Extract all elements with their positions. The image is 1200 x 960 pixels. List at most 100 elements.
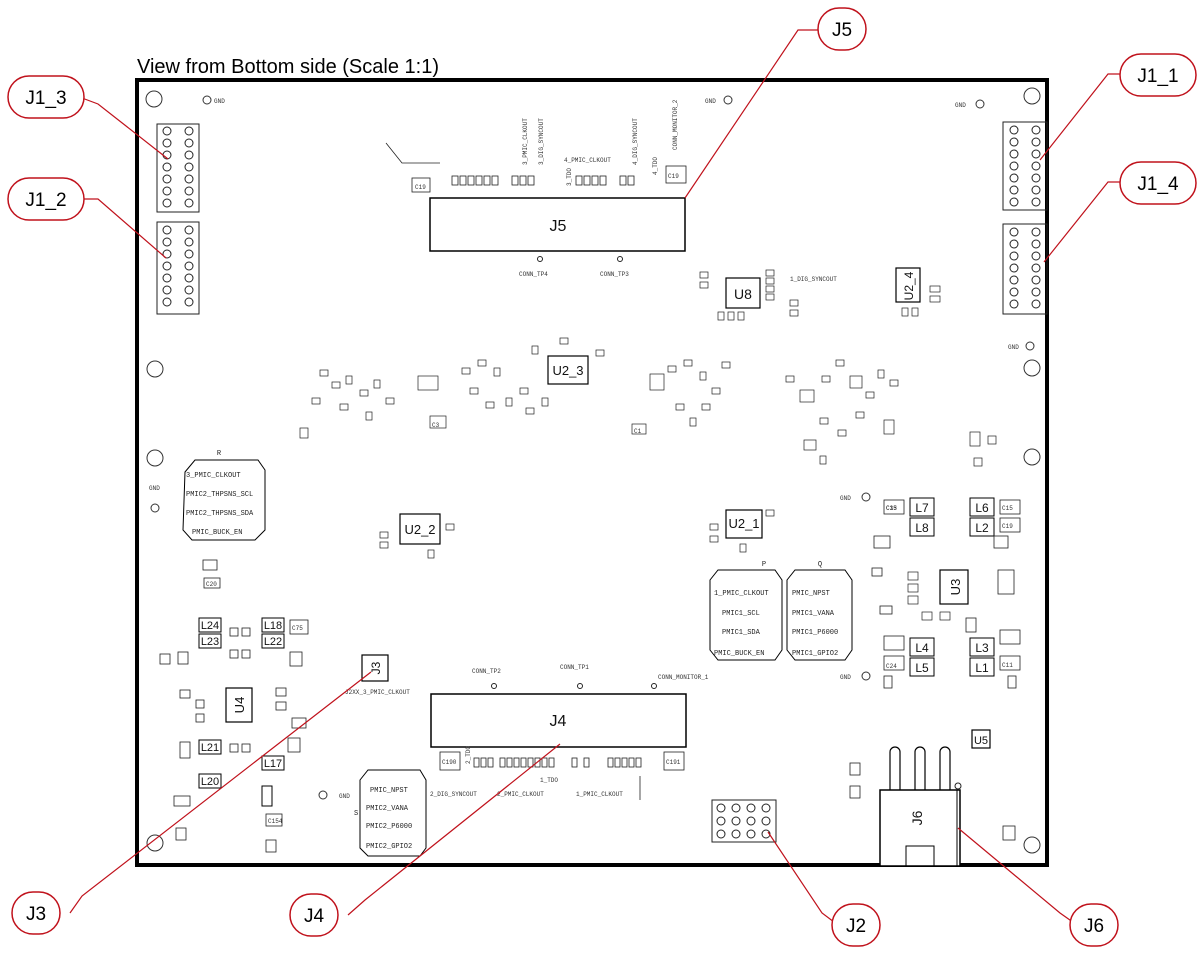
cap-label: C154 bbox=[268, 818, 283, 825]
callout-j1-2-bubble bbox=[7, 177, 85, 221]
cap-label: C19 bbox=[415, 184, 426, 191]
note-p: P 1_PMIC_CLKOUT PMIC1_SCL PMIC1_SDA PMIC… bbox=[709, 561, 783, 661]
note-r-line: PMIC_BUCK_EN bbox=[192, 529, 242, 537]
cap-label: C19 bbox=[668, 173, 679, 180]
cap-label: C190 bbox=[442, 759, 457, 766]
note-s-mark: S bbox=[354, 810, 358, 818]
inductor bbox=[969, 497, 995, 517]
gnd-testpoint bbox=[861, 671, 871, 681]
header-j1-1 bbox=[1002, 121, 1048, 211]
tdo-3-label: 3_TDO bbox=[566, 168, 573, 186]
conn-monitor-2-label: CONN_MONITOR_2 bbox=[672, 99, 679, 150]
note-q-line: PMIC_NPST bbox=[792, 590, 830, 598]
inductor-label: L4 bbox=[915, 641, 929, 655]
mounting-hole bbox=[146, 834, 164, 852]
cap-label: C15 bbox=[1002, 505, 1013, 512]
leader-j1-1 bbox=[1039, 73, 1128, 161]
callout-j6-bubble bbox=[1069, 903, 1119, 947]
note-q-mark: Q bbox=[818, 561, 822, 569]
u2-2-refdes: U2_2 bbox=[404, 522, 435, 537]
svg-text:C1: C1 bbox=[634, 428, 642, 435]
note-p-mark: P bbox=[762, 561, 766, 569]
inductor bbox=[909, 657, 935, 677]
leader-j1-4 bbox=[1043, 181, 1128, 263]
mounting-hole bbox=[146, 360, 164, 378]
chip-u4: U4 bbox=[225, 687, 253, 723]
pmic-clkout-2-label: 2_PMIC_CLKOUT bbox=[497, 791, 544, 798]
connector-j3: J3 J2XX_3_PMIC_CLKOUT bbox=[345, 654, 410, 696]
inductor-label: L24 bbox=[201, 620, 219, 632]
gnd-label: GND bbox=[149, 485, 160, 492]
j6-refdes: J6 bbox=[909, 810, 925, 825]
right-caps bbox=[871, 499, 1021, 689]
note-s: S PMIC_NPST PMIC2_VANA PMIC2_P6000 PMIC2… bbox=[354, 769, 427, 857]
callout-j2: J2 bbox=[846, 916, 866, 937]
inductor-label: L20 bbox=[201, 776, 219, 788]
note-p-line: PMIC_BUCK_EN bbox=[714, 650, 764, 658]
inductor-label: L1 bbox=[975, 661, 989, 675]
connector-j5: J5 bbox=[429, 197, 686, 252]
j5-part-row bbox=[411, 165, 687, 193]
u4-refdes: U4 bbox=[232, 697, 247, 714]
u3-refdes: U3 bbox=[948, 579, 963, 596]
gnd-label: GND bbox=[840, 674, 851, 681]
u5-refdes: U5 bbox=[974, 735, 988, 747]
note-s-line: PMIC2_GPIO2 bbox=[366, 843, 412, 851]
chip-u3: U3 bbox=[907, 569, 969, 621]
callout-j1-4-bubble bbox=[1119, 161, 1197, 205]
inductor-label: L17 bbox=[264, 758, 282, 770]
conn-tp2-label: CONN_TP2 bbox=[472, 668, 501, 675]
callout-j1-2: J1_2 bbox=[25, 190, 66, 211]
conn-monitor-1-label: CONN_MONITOR_1 bbox=[658, 674, 709, 681]
cap-label: C19 bbox=[1002, 523, 1013, 530]
callout-j3-bubble bbox=[11, 891, 61, 935]
gnd-testpoint bbox=[861, 492, 871, 502]
gnd-label: GND bbox=[214, 98, 225, 105]
cap-label: C24 bbox=[886, 663, 897, 670]
chip-u5: U5 bbox=[971, 729, 991, 749]
note-q-line: PMIC1_P6000 bbox=[792, 629, 838, 637]
note-s-line: PMIC_NPST bbox=[370, 787, 408, 795]
inductor-label: L6 bbox=[975, 501, 989, 515]
pmic-clkout-3-top-label: 3_PMIC_CLKOUT bbox=[522, 118, 529, 165]
mounting-hole bbox=[146, 449, 164, 467]
j2xx-3-pmic-clkout-label: J2XX_3_PMIC_CLKOUT bbox=[345, 689, 410, 696]
header-j1-3 bbox=[156, 123, 200, 213]
dig-syncout-3-label: 3_DIG_SYNCOUT bbox=[538, 118, 545, 165]
gnd-testpoint bbox=[723, 95, 733, 105]
mounting-hole bbox=[1023, 836, 1041, 854]
left-inductors bbox=[198, 617, 285, 807]
callout-leaders bbox=[69, 29, 1128, 926]
dig-syncout-4-label: 4_DIG_SYNCOUT bbox=[632, 118, 639, 165]
cap-label: C11 bbox=[1002, 662, 1013, 669]
inductor-label: L8 bbox=[915, 521, 929, 535]
cap-label: C3 bbox=[432, 422, 440, 429]
cap-label: C33 bbox=[886, 505, 897, 512]
inductor-label: L21 bbox=[201, 742, 219, 754]
gnd-label: GND bbox=[705, 98, 716, 105]
inductor-label: L22 bbox=[264, 636, 282, 648]
note-r-line: PMIC2_THPSNS_SDA bbox=[186, 510, 254, 518]
leader-j5 bbox=[684, 29, 818, 199]
leader-j4 bbox=[347, 743, 561, 916]
callout-bubbles bbox=[7, 7, 1197, 947]
callout-j5: J5 bbox=[832, 20, 852, 41]
j4-part-row bbox=[439, 751, 685, 771]
j3-refdes: J3 bbox=[369, 661, 383, 674]
gnd-label: GND bbox=[840, 495, 851, 502]
component-cluster bbox=[299, 337, 997, 467]
gnd-label: GND bbox=[339, 793, 350, 800]
pmic-clkout-4-label: 4_PMIC_CLKOUT bbox=[564, 157, 611, 164]
gnd-testpoint bbox=[202, 95, 212, 105]
mounting-hole bbox=[1023, 359, 1041, 377]
j5-refdes: J5 bbox=[550, 218, 567, 235]
gnd-points bbox=[150, 95, 1035, 800]
tdo-2-label: 2_TDO bbox=[465, 746, 472, 764]
leader-j1-3 bbox=[81, 97, 169, 160]
callout-j1-1: J1_1 bbox=[1137, 66, 1178, 87]
gnd-testpoint bbox=[150, 503, 160, 513]
u8-refdes: U8 bbox=[734, 286, 752, 302]
cap-label: C15 bbox=[886, 505, 897, 512]
note-s-line: PMIC2_VANA bbox=[366, 805, 409, 813]
leader-j3 bbox=[69, 671, 372, 914]
